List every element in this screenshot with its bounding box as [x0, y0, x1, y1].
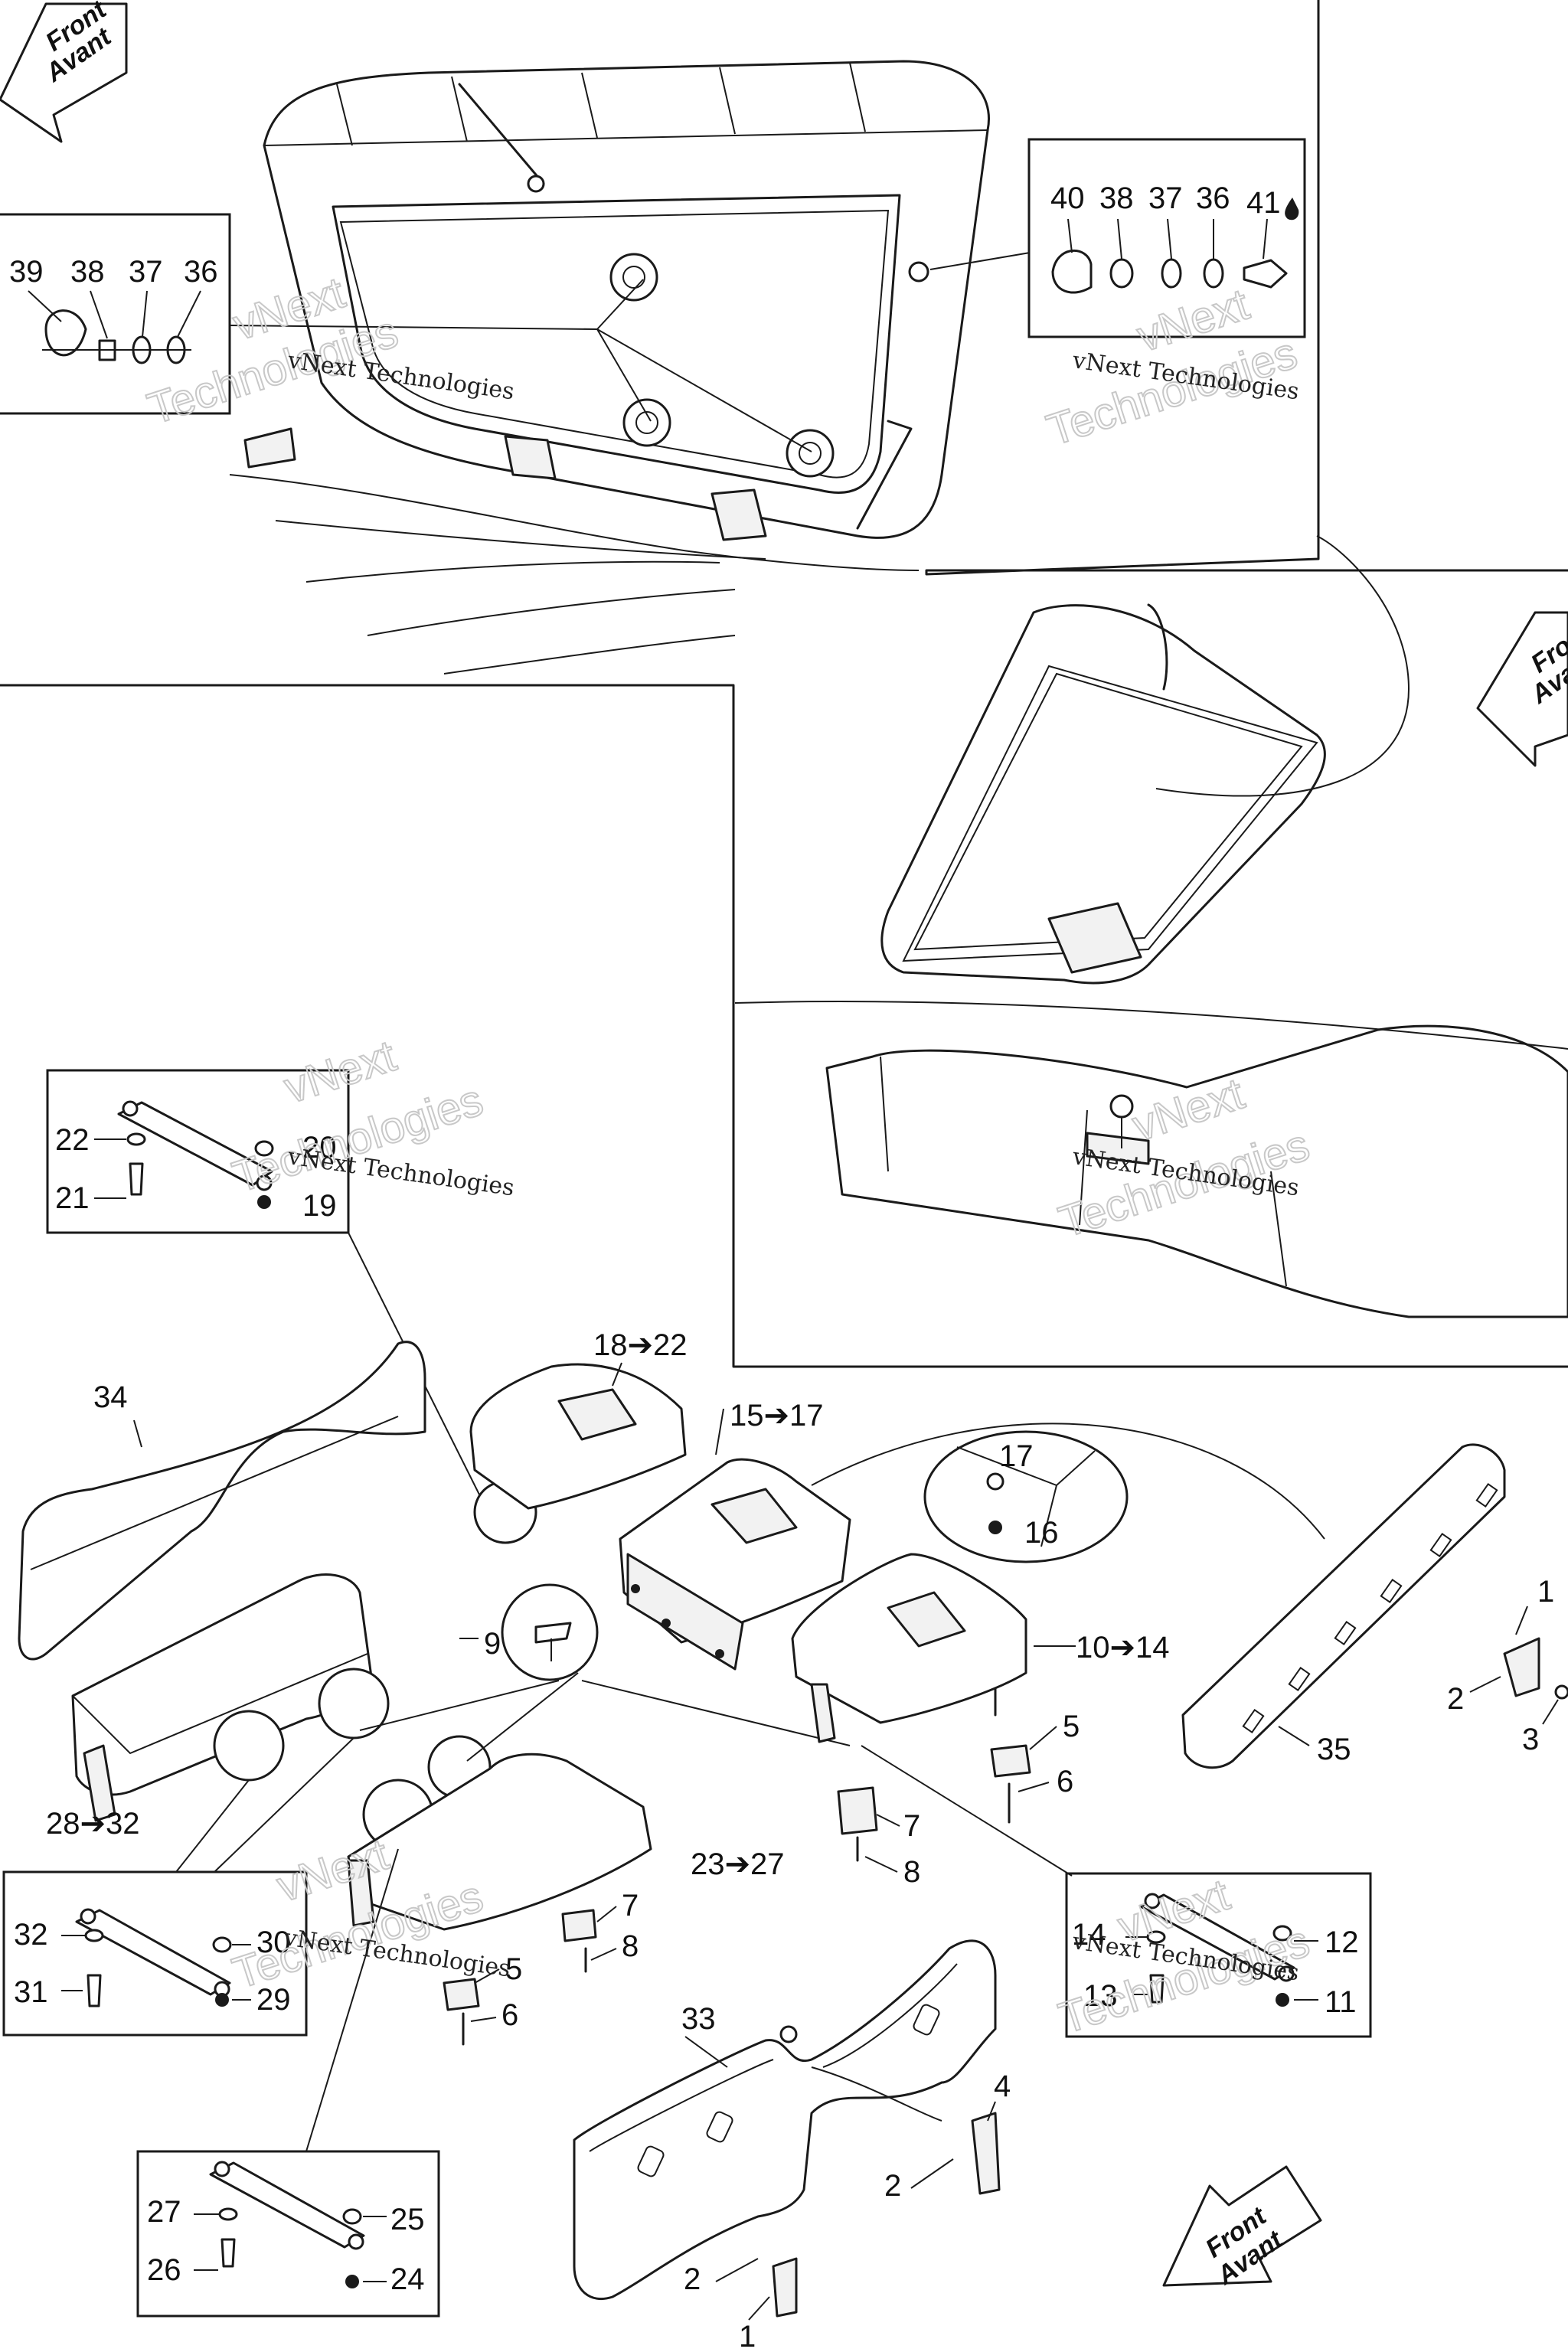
front-arrow-bottom-right: Front Avant: [1162, 2165, 1322, 2291]
callout: 31: [14, 1975, 48, 2009]
callout: 41: [1246, 186, 1281, 220]
callout: 25: [390, 2203, 425, 2236]
callout: 36: [184, 255, 218, 289]
callout: 5: [1063, 1710, 1080, 1743]
seat-open-view: Front Avant: [734, 535, 1568, 1318]
callout: 36: [1196, 181, 1230, 215]
callout: 6: [1057, 1765, 1073, 1798]
callout: 20: [302, 1131, 337, 1165]
callout: 1: [1537, 1575, 1554, 1609]
leader-lines: [61, 1362, 1559, 2321]
lower-exploded-view: Front Avant: [2, 1069, 1568, 2318]
callout: 37: [1148, 181, 1183, 215]
callout: 40: [1050, 181, 1085, 215]
callout: 22: [55, 1123, 90, 1157]
callout: 8: [622, 1929, 639, 1963]
callout: 32: [14, 1918, 48, 1952]
callout: 30: [256, 1926, 291, 1959]
callout: 13: [1083, 1979, 1118, 2013]
callout: 38: [1099, 181, 1134, 215]
callout: 23➔27: [691, 1847, 785, 1881]
callout: 14: [1072, 1918, 1106, 1952]
callout: 2: [1447, 1682, 1464, 1716]
front-arrow-right: Front Avant: [1476, 611, 1568, 767]
callout: 28➔32: [46, 1807, 140, 1841]
top-assembly-view: Front Avant: [0, 0, 1568, 1368]
callout: 11: [1325, 1985, 1357, 2019]
callout: 39: [9, 255, 44, 289]
callout: 7: [622, 1889, 639, 1922]
callout: 38: [70, 255, 105, 289]
callout: 21: [55, 1181, 90, 1215]
callout: 8: [903, 1855, 920, 1889]
callout: 2: [884, 2169, 901, 2203]
callout: 15➔17: [730, 1399, 824, 1432]
callout: 35: [1317, 1733, 1351, 1766]
front-arrow-top-left: Front Avant: [0, 0, 128, 143]
callout: 24: [390, 2262, 425, 2296]
callout: 12: [1325, 1926, 1359, 1959]
callout: 2: [684, 2262, 701, 2296]
callout: 5: [505, 1952, 522, 1986]
callout: 7: [903, 1809, 920, 1843]
callout: 18➔22: [593, 1328, 688, 1362]
callout: 16: [1024, 1516, 1059, 1550]
callout: 3: [1522, 1723, 1539, 1756]
callout: 17: [999, 1439, 1034, 1473]
callout: 19: [302, 1189, 337, 1223]
callout: 27: [147, 2195, 181, 2229]
callout: 1: [739, 2320, 756, 2352]
callout: 6: [501, 1998, 518, 2032]
callout-labels: 39 38 37 36 40 38 37 36 41 22 20 21 19 1…: [9, 181, 1554, 2352]
callout: 9: [484, 1627, 501, 1661]
callout: 33: [681, 2002, 716, 2036]
callout: 34: [93, 1380, 128, 1414]
callout: 10➔14: [1076, 1631, 1170, 1664]
callout: 26: [147, 2253, 181, 2287]
lubricant-drop-icon: [1285, 198, 1299, 220]
callout: 4: [994, 2069, 1011, 2103]
callout: 29: [256, 1983, 291, 2017]
callout: 37: [129, 255, 163, 289]
